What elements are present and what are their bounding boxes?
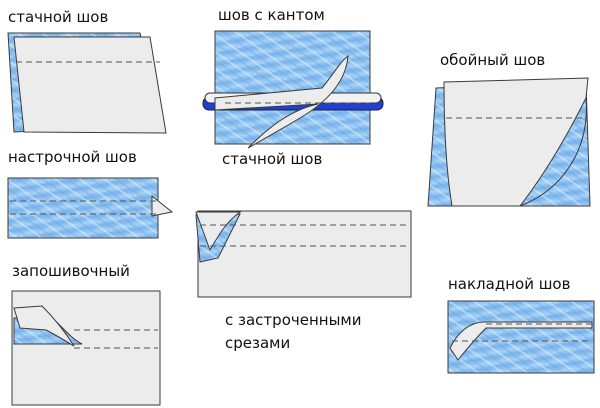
diagram-stachnoy-2 xyxy=(195,210,412,298)
label-zastrochennymi-line2: срезами xyxy=(225,334,291,352)
label-s-kantom: шов с кантом xyxy=(218,6,325,24)
label-zastrochennymi: с застроченными срезами xyxy=(225,309,361,355)
diagram-s-kantom xyxy=(202,30,384,149)
label-zaposhivochny: запошивочный xyxy=(12,262,130,280)
label-nastrochnoy: настрочной шов xyxy=(8,148,137,166)
diagram-stachnoy-1 xyxy=(7,32,167,134)
diagram-nakladnoy xyxy=(447,300,595,374)
label-nakladnoy: накладной шов xyxy=(448,275,571,293)
diagram-nastrochnoy xyxy=(7,177,174,239)
label-oboyny: обойный шов xyxy=(440,51,546,69)
label-zastrochennymi-line1: с застроченными xyxy=(225,311,362,329)
diagram-zaposhivochny xyxy=(11,290,161,406)
diagram-oboyny xyxy=(427,77,591,207)
label-stachnoy-2: стачной шов xyxy=(222,150,323,168)
label-stachnoy-1: стачной шов xyxy=(8,8,109,26)
